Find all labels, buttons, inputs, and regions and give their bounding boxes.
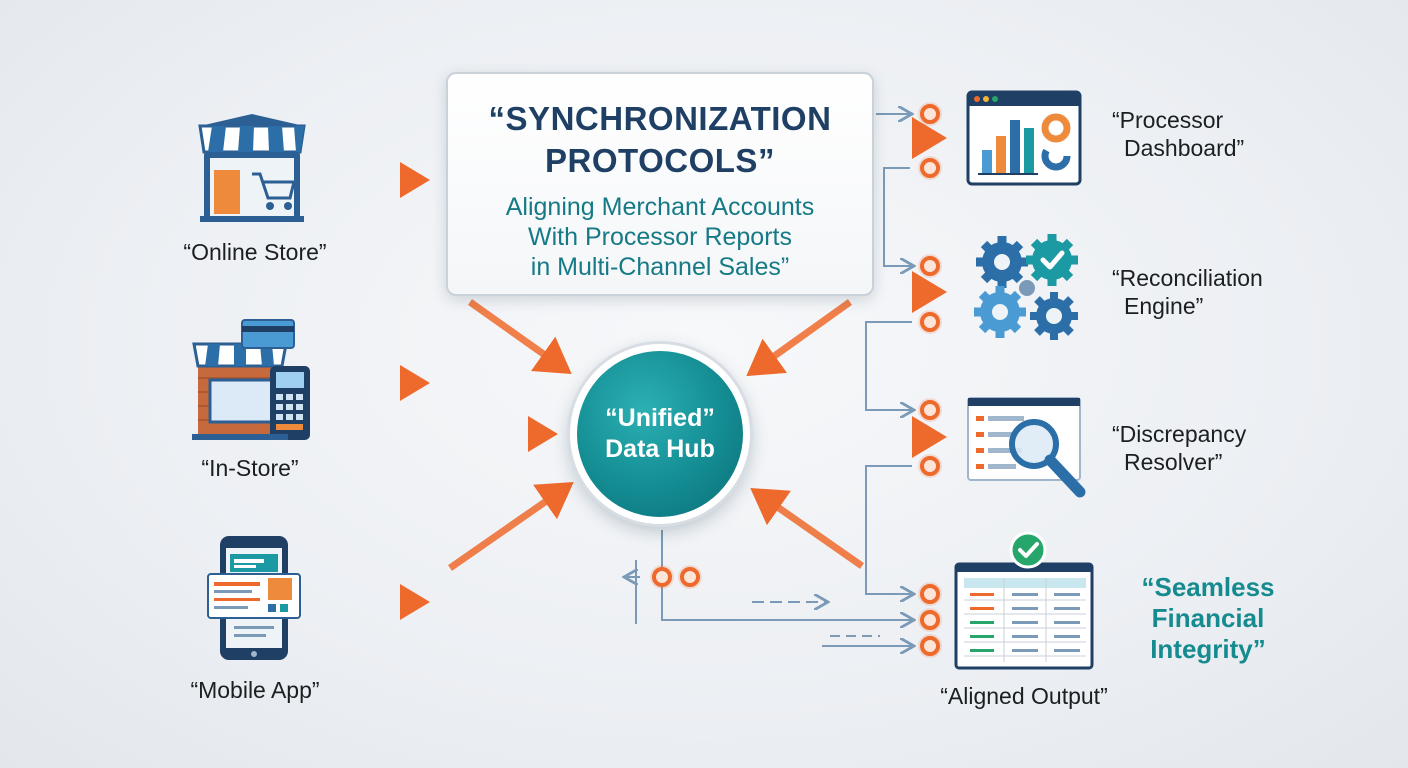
source-label-online-store: “Online Store” bbox=[183, 239, 327, 265]
bracket-lines bbox=[626, 167, 912, 646]
connector-nodes bbox=[650, 102, 942, 658]
unified-data-hub: “Unified” Data Hub bbox=[570, 344, 750, 524]
storefront-cart-icon bbox=[198, 114, 306, 222]
tagline: “Seamless Financial Integrity” bbox=[1141, 572, 1275, 664]
gears-check-icon bbox=[974, 234, 1078, 340]
hub-label-line1: “Unified” bbox=[605, 404, 715, 432]
pos-terminal-icon bbox=[192, 319, 310, 440]
diagram-title: “SYNCHRONIZATION PROTOCOLS” bbox=[488, 100, 832, 179]
aligned-output-label: “Aligned Output” bbox=[940, 683, 1108, 709]
title-box: “SYNCHRONIZATION PROTOCOLS” Aligning Mer… bbox=[446, 72, 874, 296]
output-label-discrepancy-resolver: “Discrepancy Resolver” bbox=[1112, 421, 1247, 475]
magnifier-document-icon bbox=[967, 397, 1086, 498]
source-arrows bbox=[330, 162, 558, 620]
hub-label-line2: Data Hub bbox=[605, 435, 715, 463]
source-label-in-store: “In-Store” bbox=[201, 455, 299, 481]
mobile-app-icon bbox=[207, 536, 301, 660]
diagram-subtitle: Aligning Merchant Accounts With Processo… bbox=[505, 193, 815, 281]
output-label-processor-dashboard: “Processor Dashboard” bbox=[1112, 107, 1245, 161]
output-label-reconciliation-engine: “Reconciliation Engine” bbox=[1112, 265, 1263, 319]
hub-arrows bbox=[448, 299, 865, 571]
bar-chart-dashboard-icon bbox=[966, 90, 1082, 186]
output-arrows bbox=[786, 114, 947, 458]
source-label-mobile-app: “Mobile App” bbox=[190, 677, 320, 703]
checked-table-icon bbox=[954, 531, 1094, 670]
